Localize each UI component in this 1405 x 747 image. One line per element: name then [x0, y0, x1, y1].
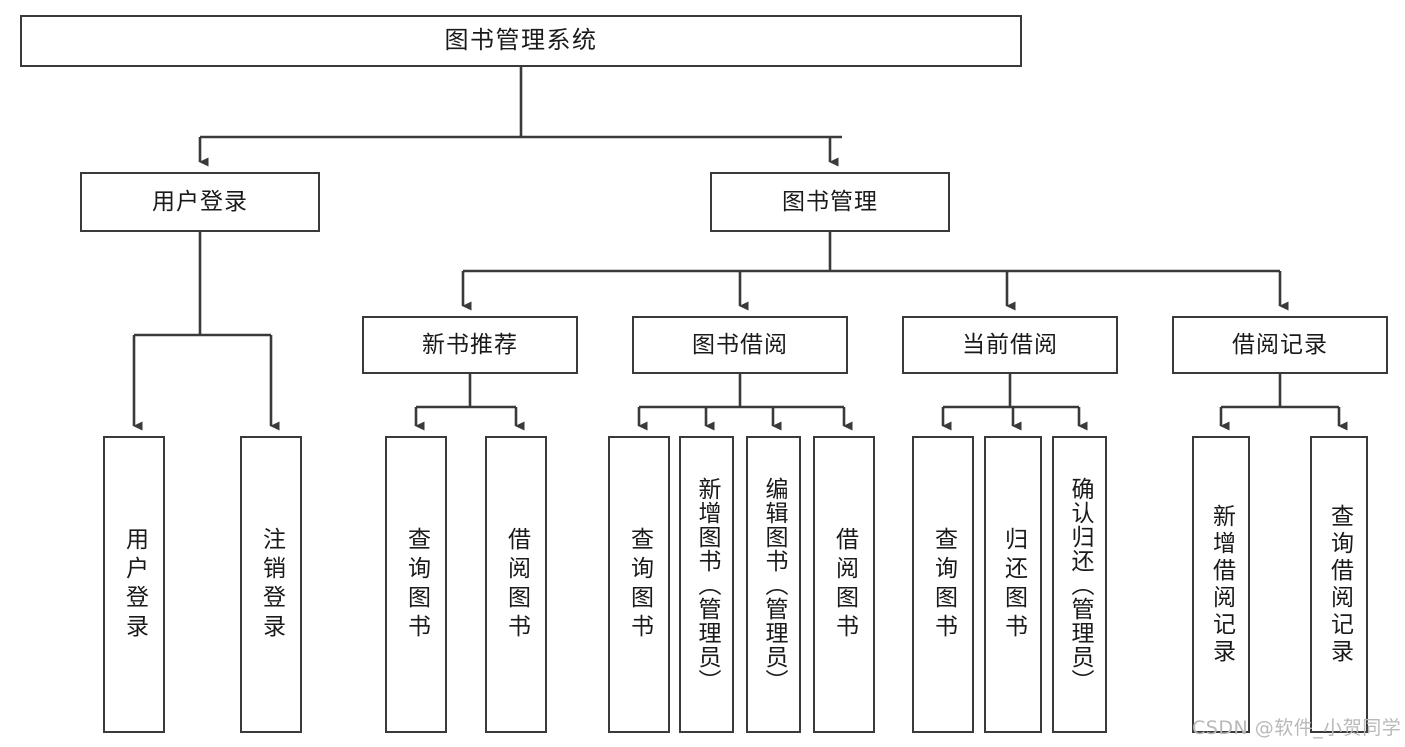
node-leaf-return-book[interactable]: 归还图书: [984, 436, 1042, 733]
edge-current-borrow-to-leaves: [941, 374, 1088, 431]
node-leaf-add-book-label: 新增图书（管理员）: [694, 476, 720, 693]
node-user-login-label: 用户登录: [152, 188, 248, 215]
edge-book-borrow-to-leaves: [637, 374, 853, 431]
edge-new-book-recommend-to-leaves: [414, 374, 525, 431]
node-leaf-user-login[interactable]: 用户登录: [103, 436, 165, 733]
node-leaf-query-book-3-label: 查询图书: [930, 526, 957, 643]
node-leaf-return-book-label: 归还图书: [1000, 526, 1027, 643]
node-book-borrow[interactable]: 图书借阅: [632, 316, 848, 374]
node-borrow-record-label: 借阅记录: [1232, 331, 1328, 358]
node-leaf-query-book-3[interactable]: 查询图书: [912, 436, 974, 733]
node-leaf-add-record-label: 新增借阅记录: [1208, 503, 1235, 666]
node-leaf-borrow-book-1-label: 借阅图书: [503, 526, 530, 643]
edge-book-manage-to-level3: [461, 232, 1289, 311]
node-leaf-edit-book[interactable]: 编辑图书（管理员）: [746, 436, 801, 733]
node-leaf-query-record-label: 查询借阅记录: [1326, 503, 1353, 666]
node-leaf-query-book-2[interactable]: 查询图书: [608, 436, 670, 733]
node-new-book-recommend-label: 新书推荐: [422, 331, 518, 358]
node-book-manage-label: 图书管理: [782, 188, 878, 215]
node-leaf-add-book[interactable]: 新增图书（管理员）: [679, 436, 734, 733]
edge-user-login-to-leaves: [132, 232, 280, 431]
node-leaf-query-record[interactable]: 查询借阅记录: [1310, 436, 1368, 733]
node-leaf-user-logout-label: 注销登录: [258, 526, 285, 643]
node-leaf-query-book-2-label: 查询图书: [626, 526, 653, 643]
node-leaf-user-login-label: 用户登录: [121, 526, 148, 643]
node-leaf-borrow-book-1[interactable]: 借阅图书: [485, 436, 547, 733]
node-new-book-recommend[interactable]: 新书推荐: [362, 316, 578, 374]
node-leaf-confirm-return[interactable]: 确认归还（管理员）: [1052, 436, 1107, 733]
node-leaf-query-book-1-label: 查询图书: [403, 526, 430, 643]
node-book-manage[interactable]: 图书管理: [710, 172, 950, 232]
node-current-borrow-label: 当前借阅: [962, 331, 1058, 358]
node-root[interactable]: 图书管理系统: [20, 15, 1022, 67]
node-leaf-add-record[interactable]: 新增借阅记录: [1192, 436, 1250, 733]
node-leaf-confirm-return-label: 确认归还（管理员）: [1067, 476, 1093, 693]
node-current-borrow[interactable]: 当前借阅: [902, 316, 1118, 374]
node-leaf-borrow-book-2[interactable]: 借阅图书: [813, 436, 875, 733]
node-borrow-record[interactable]: 借阅记录: [1172, 316, 1388, 374]
node-leaf-edit-book-label: 编辑图书（管理员）: [761, 476, 787, 693]
node-root-label: 图书管理系统: [444, 26, 598, 55]
node-leaf-borrow-book-2-label: 借阅图书: [831, 526, 858, 643]
edge-root-to-level2: [198, 67, 842, 167]
node-leaf-query-book-1[interactable]: 查询图书: [385, 436, 447, 733]
node-user-login[interactable]: 用户登录: [80, 172, 320, 232]
node-leaf-user-logout[interactable]: 注销登录: [240, 436, 302, 733]
edge-borrow-record-to-leaves: [1219, 374, 1348, 431]
node-book-borrow-label: 图书借阅: [692, 331, 788, 358]
